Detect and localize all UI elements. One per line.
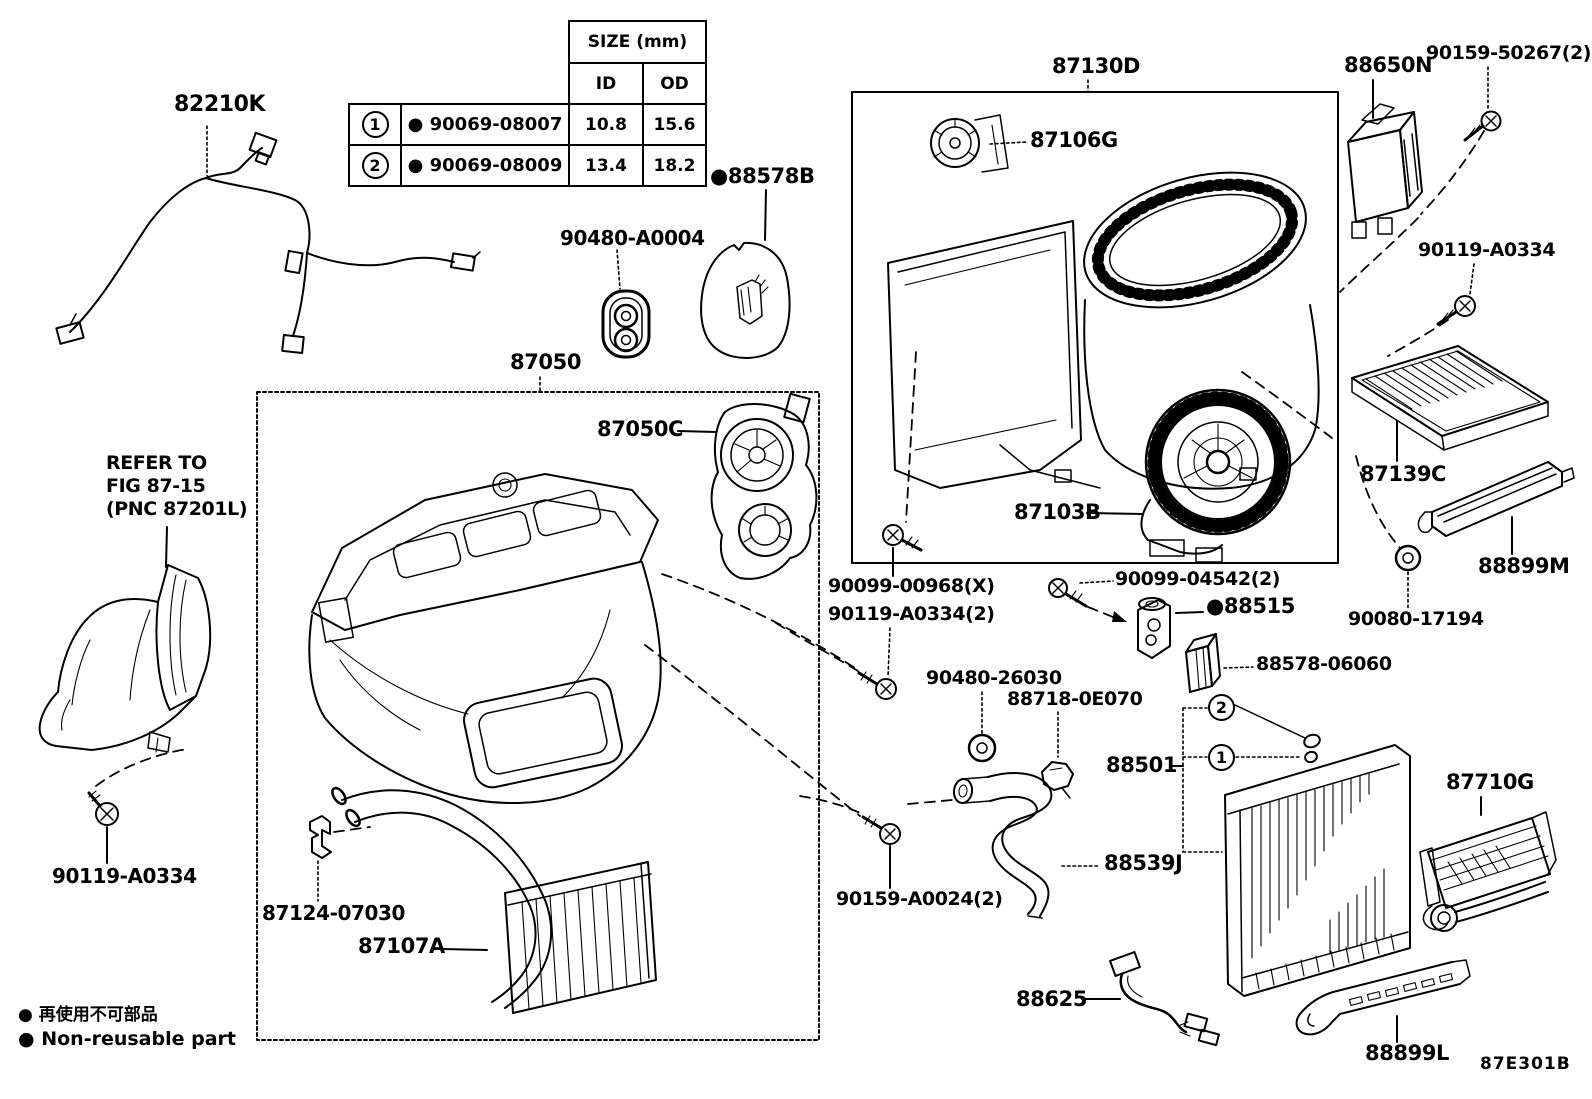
- figure-code: 87E301B: [1480, 1054, 1571, 1074]
- o-ring-2-drawing: [1302, 733, 1321, 750]
- refer-note-line2: FIG 87-15: [106, 475, 206, 497]
- filter-cover-drawing: [1418, 462, 1574, 554]
- screw-90119-a0334-bl-drawing: [89, 749, 188, 863]
- screw-90119-a0334-2-drawing: [776, 623, 896, 699]
- callout-exp-valve: ●88515: [1206, 594, 1295, 618]
- size-table-row1-od: 15.6: [642, 103, 707, 146]
- screw-90099-04542-drawing: [1049, 579, 1127, 622]
- seal-pouch-drawing: [701, 190, 789, 358]
- callout-holder: 88578-06060: [1256, 653, 1392, 675]
- screw-90119-a0334-right-drawing: [1388, 264, 1475, 356]
- legend-jp: ● 再使用不可部品: [18, 1000, 158, 1025]
- callout-screw-c: 90099-00968(X): [828, 575, 995, 597]
- lower-cover-drawing: [1297, 960, 1470, 1042]
- legend-bullet-icon: ●: [18, 1005, 33, 1025]
- callout-screw-d: 90119-A0334(2): [828, 603, 995, 625]
- callout-blower: 87103B: [1014, 500, 1101, 524]
- size-table-col-od: OD: [642, 62, 707, 105]
- pipe-clamp-drawing: [310, 816, 331, 858]
- size-table-row2-part: ● 90069-08009: [400, 144, 570, 187]
- circled-number-1: 1: [361, 111, 389, 138]
- callout-evaporator: 88501: [1106, 753, 1178, 777]
- callout-heater-core: 87107A: [358, 934, 445, 958]
- evap-marker-2: 2: [1208, 694, 1235, 721]
- callout-screw-g: 90119-A0334: [52, 864, 197, 888]
- callout-servo-sub: 87050C: [597, 417, 684, 441]
- wire-sub-drawing: [1082, 952, 1219, 1045]
- size-table-col-id: ID: [568, 62, 644, 105]
- callout-seal-pouch: ●88578B: [710, 164, 815, 188]
- legend-en: ● Non-reusable part: [18, 1028, 236, 1050]
- callout-screw-a: 90159-50267(2): [1426, 42, 1592, 64]
- size-table-row2-id: 13.4: [568, 144, 644, 187]
- callout-filter: 87139C: [1360, 462, 1447, 486]
- screw-90159-a0024-drawing: [800, 796, 952, 888]
- servo-drawing: [931, 115, 1026, 172]
- cooler-housing-drawing: [888, 149, 1322, 522]
- size-table-row1-id: 10.8: [568, 103, 644, 146]
- callout-wire: 88625: [1016, 987, 1088, 1011]
- callout-hose: 88539J: [1104, 851, 1183, 875]
- callout-screw-f: 90159-A0024(2): [836, 888, 1003, 910]
- o-ring-1-drawing: [1304, 750, 1319, 764]
- callout-servo: 87106G: [1030, 128, 1118, 152]
- callout-grommet-a: 90480-A0004: [560, 226, 705, 250]
- size-table-row1-part: ● 90069-08007: [400, 103, 570, 146]
- holder-drawing: [1186, 634, 1253, 692]
- callout-screw-e: 90099-04542(2): [1115, 568, 1281, 590]
- callout-screw-b: 90119-A0334: [1418, 239, 1556, 261]
- evap-marker-1: 1: [1208, 744, 1235, 771]
- drain-hose-drawing: [952, 773, 1100, 918]
- size-table-row1-no: 1: [348, 103, 402, 146]
- heater-unit-box: [257, 377, 819, 1040]
- callout-cooler-case: 87130D: [1052, 54, 1141, 78]
- callout-grommet-b: 90080-17194: [1348, 608, 1484, 630]
- evaporator-drawing: [1170, 705, 1410, 996]
- callout-filter-cover: 88899M: [1478, 554, 1570, 578]
- legend-bullet-icon: ●: [18, 1028, 35, 1050]
- callout-amplifier: 88650N: [1344, 53, 1433, 77]
- circled-number-2: 2: [361, 152, 389, 179]
- refer-note-line3: (PNC 87201L): [106, 498, 248, 520]
- heater-core-drawing: [310, 786, 656, 1013]
- legend-jp-text: 再使用不可部品: [38, 1005, 158, 1025]
- grommet-b-drawing: [1396, 546, 1420, 608]
- callout-grommet-c: 90480-26030: [926, 667, 1062, 689]
- callout-harness: 82210K: [174, 92, 266, 117]
- assembly-dash-lines: [645, 574, 860, 816]
- amplifier-drawing: [1340, 80, 1422, 292]
- screw-90159-50267-drawing: [1421, 67, 1501, 214]
- cabin-filter-drawing: [1242, 346, 1548, 548]
- quick-heater-drawing: [1420, 797, 1556, 931]
- servo-sub-drawing: [678, 394, 816, 579]
- callout-unit-assy: 87050: [510, 350, 582, 374]
- grommet-c-drawing: [969, 692, 995, 761]
- wire-harness-drawing: [56, 126, 480, 353]
- size-table-title: SIZE (mm): [568, 20, 707, 64]
- cooler-unit-box: [852, 80, 1338, 563]
- expansion-valve-drawing: [1138, 598, 1203, 658]
- legend-en-text: Non-reusable part: [41, 1028, 236, 1050]
- callout-pipe-clamp: 87124-07030: [262, 901, 406, 925]
- air-duct-drawing: [40, 527, 211, 752]
- grommet-a-drawing: [603, 250, 649, 357]
- refer-note-line1: REFER TO: [106, 452, 207, 474]
- size-table-row2-od: 18.2: [642, 144, 707, 187]
- screw-90099-00968-drawing: [883, 525, 921, 576]
- callout-clamp: 88718-0E070: [1007, 688, 1143, 710]
- hvac-unit-drawing: [309, 473, 660, 803]
- clamp-drawing: [1042, 712, 1073, 798]
- blower-motor-drawing: [1087, 390, 1290, 562]
- callout-quick-heater: 87710G: [1446, 770, 1534, 794]
- callout-lower-cover: 88899L: [1365, 1041, 1450, 1065]
- size-table-row2-no: 2: [348, 144, 402, 187]
